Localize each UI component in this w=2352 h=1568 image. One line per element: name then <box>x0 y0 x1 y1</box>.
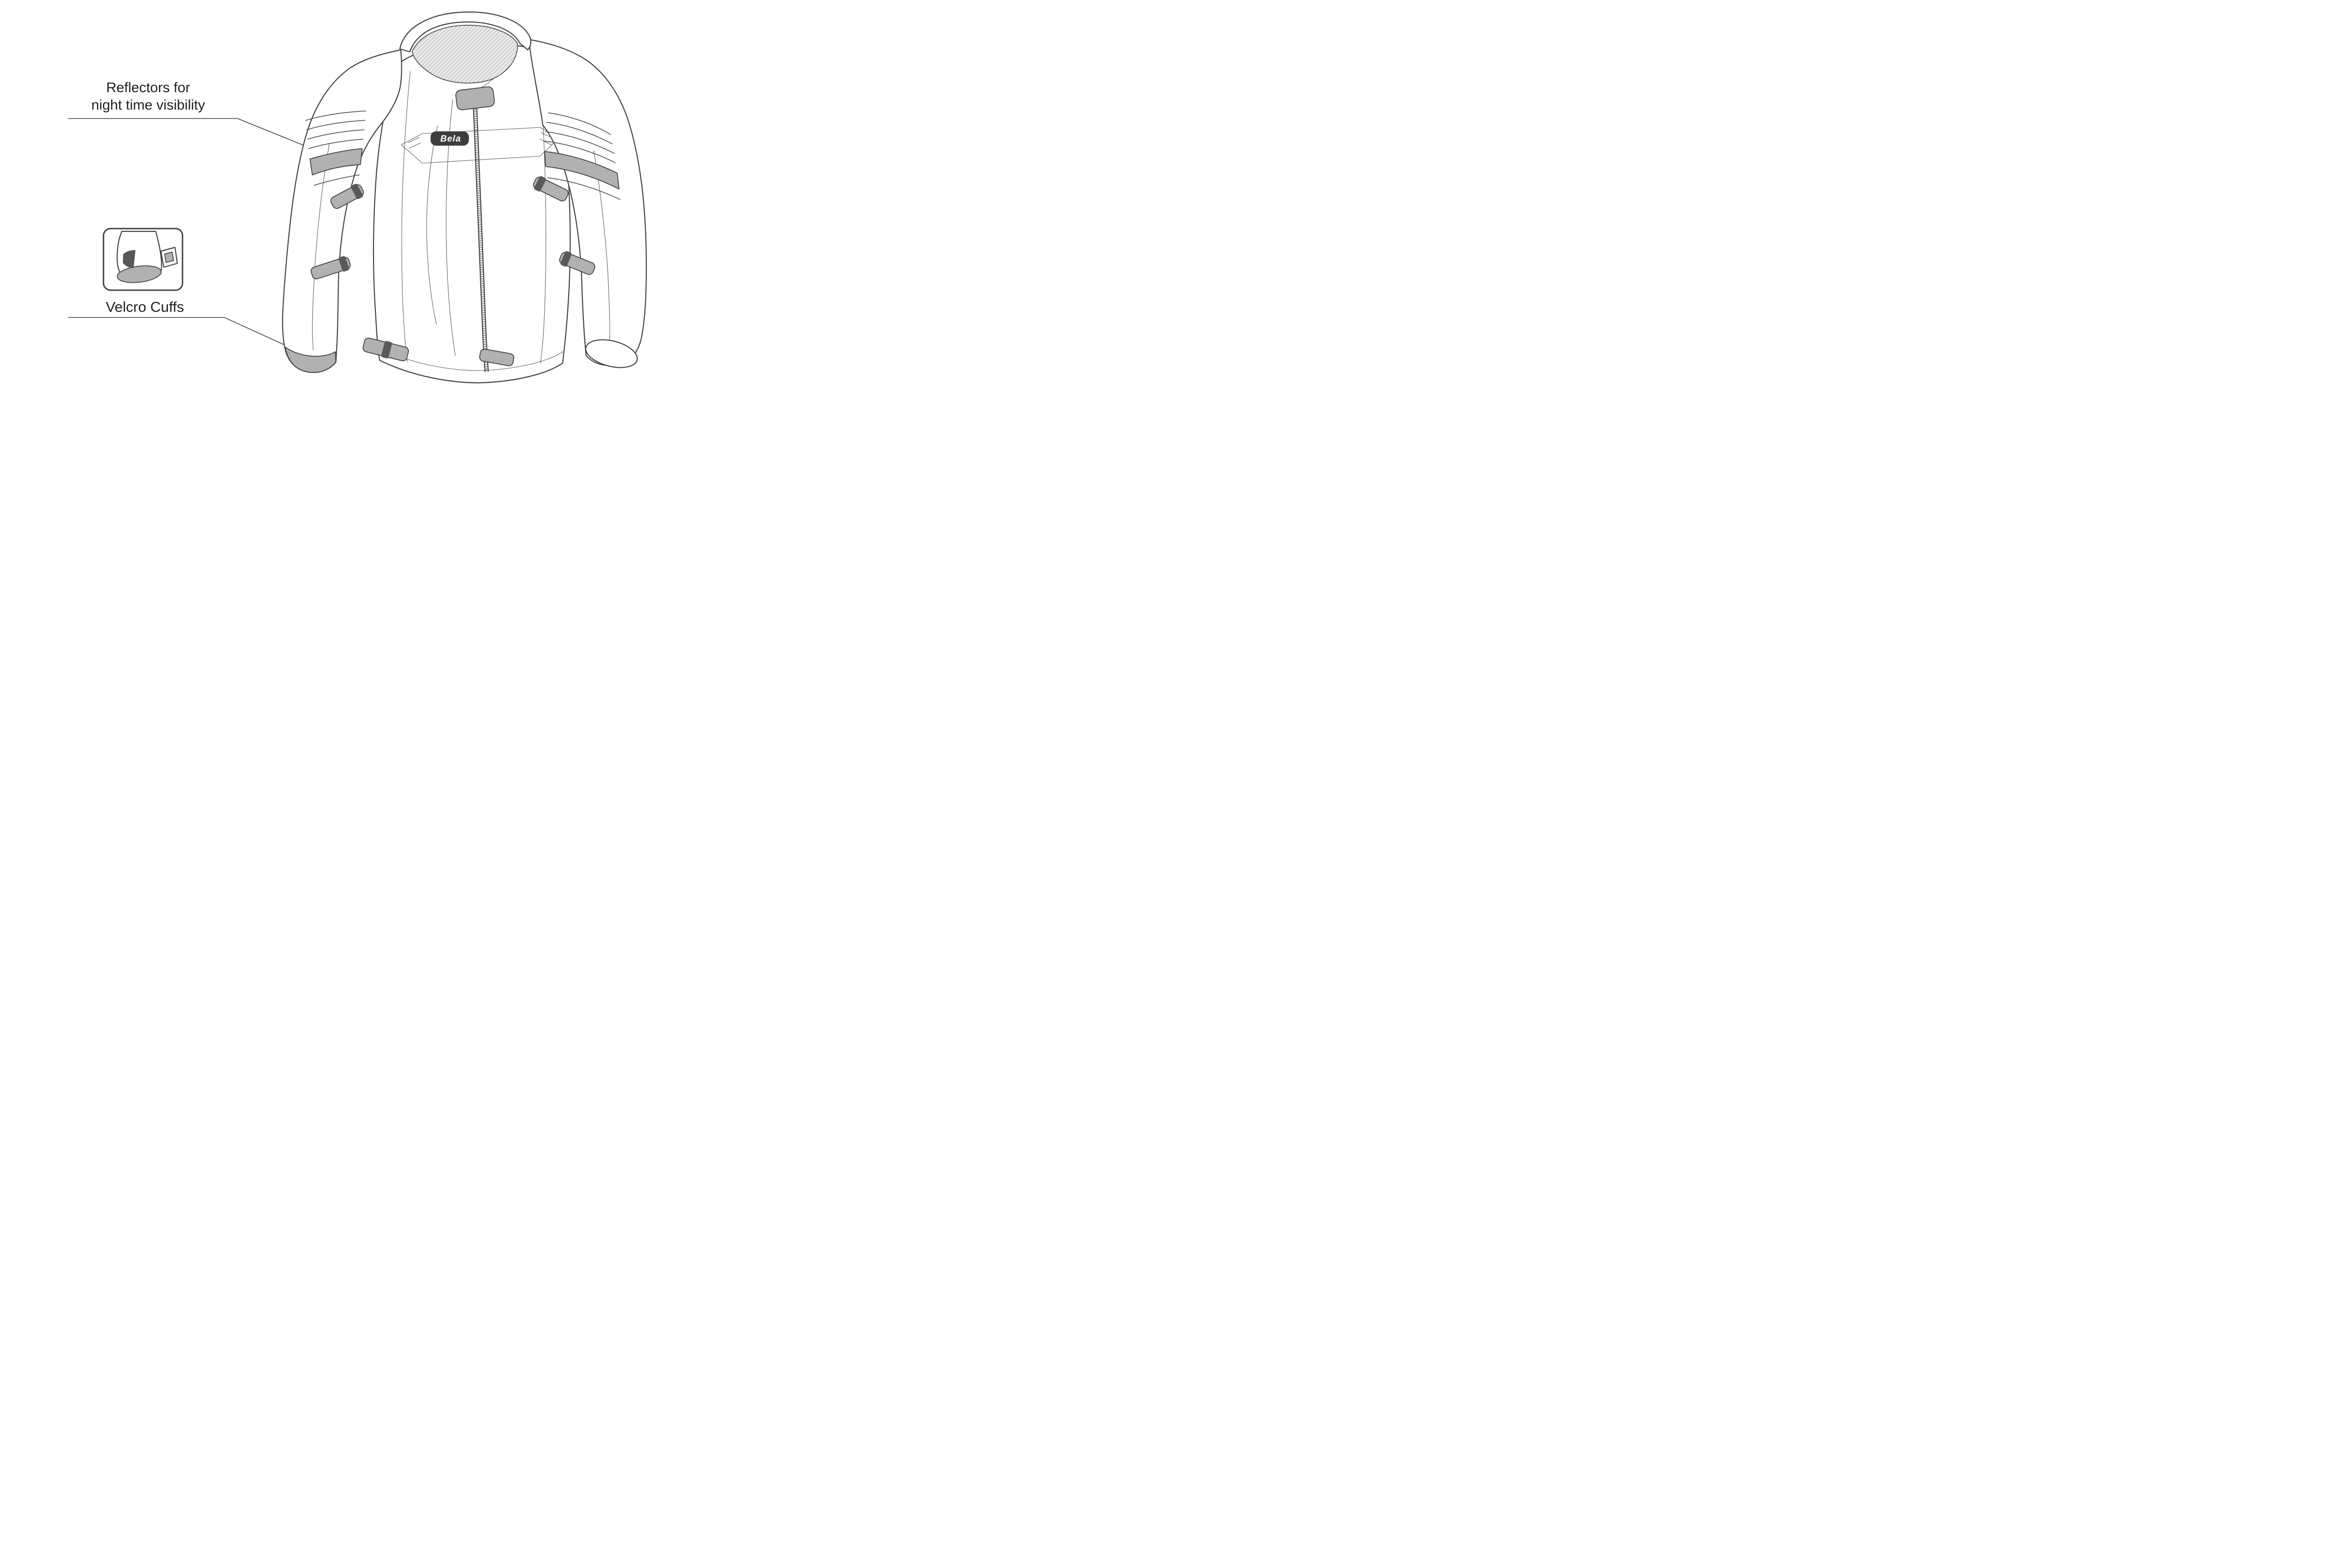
cuff-detail-opening <box>117 265 162 283</box>
collar-mesh <box>412 24 518 84</box>
chest-vent-panel: Bela <box>401 127 560 164</box>
reflector-band-right <box>544 151 620 190</box>
reflector-stripes-right <box>544 112 620 200</box>
leader-line-reflectors <box>68 118 310 148</box>
left-sleeve <box>282 49 402 373</box>
hem-seam <box>379 348 564 371</box>
left-velcro-cuff <box>285 347 336 373</box>
leader-line-velcro <box>68 317 306 355</box>
jacket-diagram-svg: Bela <box>68 11 647 384</box>
left-sleeve-seam <box>312 143 330 350</box>
reflectors-callout-line1: Reflectors for <box>106 80 191 95</box>
right-upper-arm-strap <box>533 176 569 202</box>
brand-logo-plate <box>430 131 469 146</box>
reflector-band-left <box>310 148 363 175</box>
hem-strap-left <box>362 337 409 362</box>
chin-flap <box>455 86 495 111</box>
right-sleeve-seam <box>593 150 610 354</box>
center-left-seam <box>445 99 456 356</box>
velcro-cuffs-callout-label: Velcro Cuffs <box>105 299 184 315</box>
reflector-stripes-left <box>305 111 366 186</box>
collar <box>399 11 532 111</box>
vent-slit-left <box>408 137 421 149</box>
left-lower-arm-strap <box>310 256 351 279</box>
brand-logo-text: Bela <box>440 134 461 144</box>
cuff-detail-velcro-patch <box>123 250 135 268</box>
collar-band <box>399 11 532 53</box>
velcro-cuffs-callout: Velcro Cuffs <box>79 298 211 316</box>
diagram-stage: Bela <box>0 0 686 392</box>
left-upper-arm-strap <box>330 183 364 209</box>
hem-strap-right <box>479 348 515 366</box>
chest-panel-seam <box>426 126 438 325</box>
cuff-inset <box>103 228 183 291</box>
reflectors-callout-line2: night time visibility <box>91 97 205 113</box>
reflectors-callout: Reflectors for night time visibility <box>67 79 230 114</box>
jacket-torso: Bela <box>373 42 571 384</box>
right-lower-arm-strap <box>559 251 596 275</box>
right-cuff <box>585 339 638 368</box>
left-front-seam <box>401 71 411 363</box>
cuff-detail-tab-inner <box>164 252 174 263</box>
right-sleeve <box>528 39 647 368</box>
